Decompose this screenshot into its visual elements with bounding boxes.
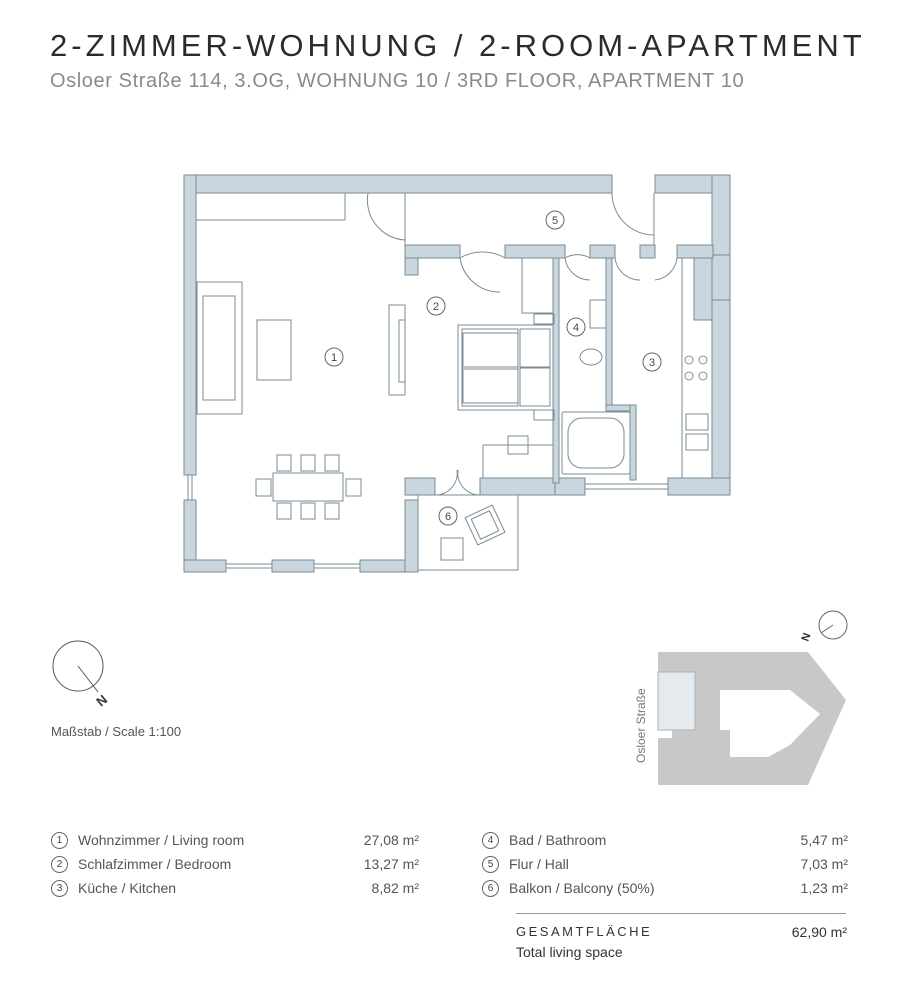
- scale-label: Maßstab / Scale 1:100: [51, 724, 182, 739]
- room-number-badge: 1: [51, 831, 68, 849]
- total-sublabel: Total living space: [516, 944, 623, 960]
- room-marker-3: 3: [649, 357, 655, 369]
- total-label: GESAMTFLÄCHE: [516, 924, 653, 939]
- room-row: 6 Balkon / Balcony (50%) 1,23 m²: [482, 876, 848, 900]
- room-area: 5,47 m²: [800, 832, 848, 848]
- room-number-badge: 3: [51, 879, 68, 897]
- total-divider: [516, 913, 846, 914]
- room-list-left: 1 Wohnzimmer / Living room 27,08 m² 2 Sc…: [51, 828, 419, 900]
- page-subtitle: Osloer Straße 114, 3.OG, WOHNUNG 10 / 3R…: [50, 70, 745, 92]
- room-name: Wohnzimmer / Living room: [78, 832, 245, 848]
- room-number-badge: 5: [482, 855, 499, 873]
- room-area: 27,08 m²: [363, 832, 419, 848]
- room-number-badge: 6: [482, 879, 499, 897]
- site-north-label: N: [800, 631, 814, 643]
- room-row: 1 Wohnzimmer / Living room 27,08 m²: [51, 828, 419, 852]
- room-marker-2: 2: [433, 301, 439, 313]
- room-name: Küche / Kitchen: [78, 880, 177, 896]
- room-row: 2 Schlafzimmer / Bedroom 13,27 m²: [51, 852, 419, 876]
- furniture: [196, 257, 713, 561]
- room-row: 4 Bad / Bathroom 5,47 m²: [482, 828, 848, 852]
- site-map-building: [657, 652, 846, 785]
- walls: [183, 174, 731, 573]
- plan-lines: [187, 175, 695, 571]
- compass-icon: [52, 640, 104, 693]
- room-markers: [324, 210, 662, 526]
- street-label: Osloer Straße: [634, 688, 648, 763]
- room-list-right: 4 Bad / Bathroom 5,47 m² 5 Flur / Hall 7…: [482, 828, 848, 900]
- room-marker-1: 1: [331, 352, 337, 364]
- room-area: 7,03 m²: [800, 856, 848, 872]
- room-number-badge: 2: [51, 855, 68, 873]
- room-area: 8,82 m²: [371, 880, 419, 896]
- room-name: Schlafzimmer / Bedroom: [78, 856, 232, 872]
- room-marker-5: 5: [552, 215, 558, 227]
- room-area: 13,27 m²: [363, 856, 419, 872]
- room-marker-4: 4: [573, 322, 579, 334]
- room-row: 5 Flur / Hall 7,03 m²: [482, 852, 848, 876]
- compass-north-label: N: [93, 692, 110, 710]
- room-number-badge: 4: [482, 831, 499, 849]
- total-value: 62,90 m²: [791, 924, 847, 940]
- room-name: Flur / Hall: [509, 856, 569, 872]
- room-name: Balkon / Balcony (50%): [509, 880, 655, 896]
- room-marker-6: 6: [445, 511, 451, 523]
- room-area: 1,23 m²: [800, 880, 848, 896]
- room-name: Bad / Bathroom: [509, 832, 607, 848]
- site-compass-icon: [818, 610, 848, 640]
- page-title: 2-ZIMMER-WOHNUNG / 2-ROOM-APARTMENT: [50, 28, 866, 63]
- room-row: 3 Küche / Kitchen 8,82 m²: [51, 876, 419, 900]
